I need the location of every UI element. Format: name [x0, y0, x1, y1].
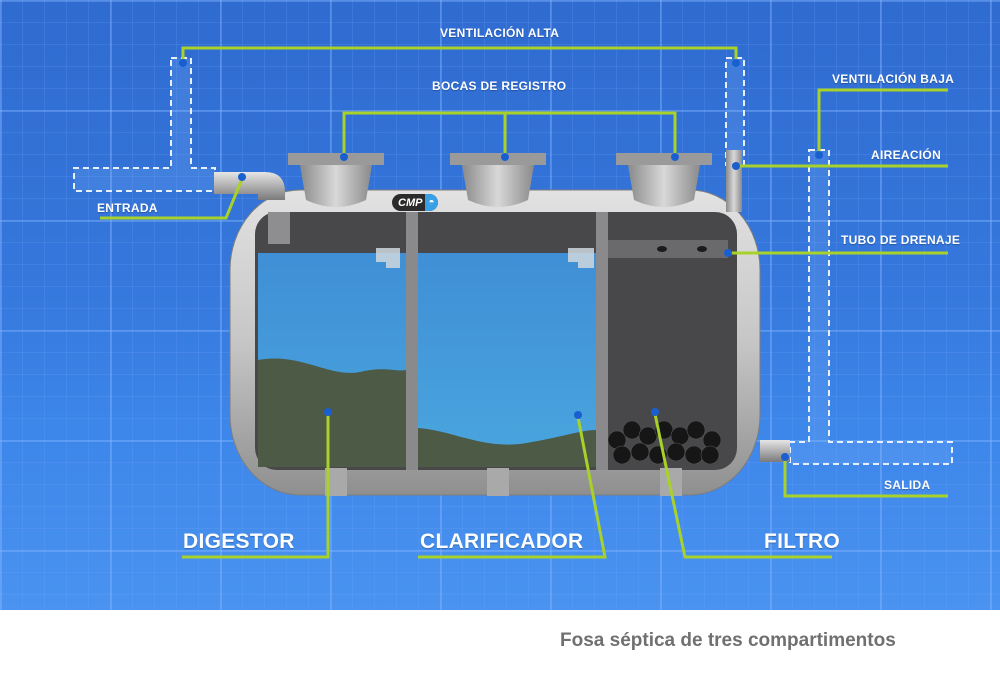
ghost-pipe-left: [73, 57, 216, 192]
diagram-caption: Fosa séptica de tres compartimentos: [560, 630, 896, 651]
label-digestor: DIGESTOR: [183, 530, 295, 553]
cmp-logo: CMP ◓: [392, 194, 438, 211]
label-tubo-de-drenaje: TUBO DE DRENAJE: [841, 233, 961, 247]
water-drop-icon: ◓: [425, 194, 438, 211]
label-ventilacion-alta: VENTILACIÓN ALTA: [440, 26, 560, 40]
label-entrada: ENTRADA: [97, 201, 158, 215]
marker-dots: [179, 59, 823, 461]
aeration-pipe: [726, 150, 742, 212]
septic-tank-illustration: [73, 46, 953, 559]
label-aireacion: AIREACIÓN: [871, 148, 942, 162]
blueprint-canvas: CMP ◓ VENTILACIÓN ALTA BOCAS DE REGISTRO…: [0, 0, 1000, 610]
label-bocas-de-registro: BOCAS DE REGISTRO: [432, 79, 567, 93]
manhole-covers: [288, 153, 712, 207]
inlet-pipe: [214, 172, 285, 200]
filter-media: [607, 420, 722, 465]
label-salida: SALIDA: [884, 478, 931, 492]
leader-lines: [100, 46, 948, 559]
label-filtro: FILTRO: [764, 530, 841, 553]
logo-text: CMP: [398, 196, 423, 209]
label-clarificador: CLARIFICADOR: [420, 530, 584, 553]
tank-body: [229, 189, 761, 496]
label-ventilacion-baja: VENTILACIÓN BAJA: [832, 72, 955, 86]
